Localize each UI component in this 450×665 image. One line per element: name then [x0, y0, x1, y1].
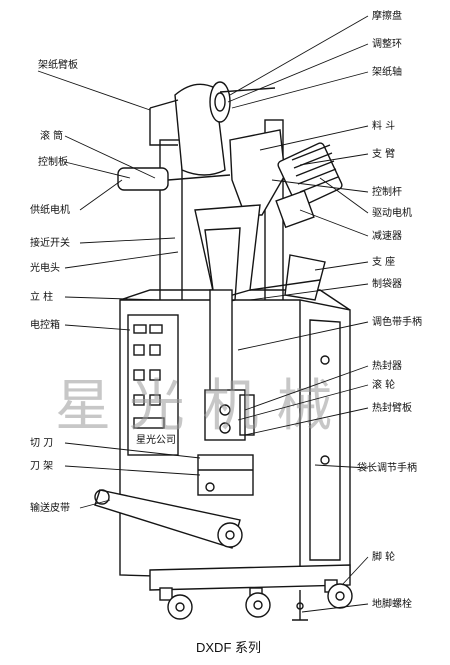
- conveyor-belt: [94, 489, 241, 549]
- label-foot-bolt: 地脚螺栓: [372, 597, 412, 610]
- label-bag-length-handle: 袋长调节手柄: [357, 461, 417, 474]
- bag-former: [194, 204, 261, 301]
- label-hopper: 料 斗: [372, 119, 395, 132]
- label-control-lever: 控制杆: [372, 185, 402, 198]
- label-cutter: 切 刀: [30, 437, 53, 449]
- control-box-panel: [127, 314, 179, 456]
- label-bag-former: 制袋器: [372, 277, 402, 290]
- label-caster: 脚 轮: [372, 550, 395, 563]
- labels-right: 摩擦盘 调整环 架纸轴 料 斗 支 臂 控制杆 驱动电机 减速器 支 座 制袋器…: [357, 9, 422, 610]
- label-reducer: 减速器: [372, 230, 402, 242]
- label-paper-shaft: 架纸轴: [372, 65, 402, 78]
- foot-bolt: [292, 590, 308, 621]
- hopper: [229, 129, 286, 216]
- label-column: 立 柱: [30, 290, 53, 303]
- base-frame: [149, 564, 351, 591]
- machine-illustration: 星光公司: [94, 81, 353, 621]
- cutter-holder: [197, 454, 254, 496]
- label-conveyor-belt: 输送皮带: [30, 501, 70, 514]
- caster-right: [324, 579, 353, 609]
- label-control-plate: 控制板: [38, 155, 68, 168]
- label-roller: 滚 轮: [372, 378, 395, 391]
- label-control-box: 电控箱: [30, 318, 60, 331]
- label-knife-holder: 刀 架: [30, 460, 53, 472]
- label-paper-feed-motor: 供纸电机: [30, 203, 70, 216]
- label-support-seat: 支 座: [372, 255, 395, 268]
- roll-shaft-end: [209, 81, 231, 123]
- labels-left: 架纸臂板 滚 筒 控制板 供纸电机 接近开关 光电头 立 柱 电控箱 切 刀 刀…: [30, 58, 78, 514]
- label-adjusting-ring: 调整环: [372, 37, 402, 50]
- label-heat-seal-arm-plate: 热封臂板: [372, 401, 412, 414]
- figure-caption: DXDF 系列: [196, 640, 261, 655]
- leader-lines-right: [227, 15, 369, 613]
- control-box-brand-text: 星光公司: [136, 433, 176, 446]
- label-paper-arm-plate: 架纸臂板: [38, 58, 78, 71]
- drive-motor-shape: [275, 142, 343, 229]
- label-ribbon-handle: 调色带手柄: [372, 315, 422, 328]
- label-proximity-switch: 接近开关: [30, 236, 70, 249]
- label-heat-sealer: 热封器: [372, 359, 402, 372]
- watermark-text: 星 光 机 械: [55, 374, 332, 439]
- label-photo-sensor: 光电头: [30, 261, 60, 274]
- support-seat: [284, 254, 326, 301]
- caster-left: [159, 587, 193, 620]
- label-friction-disc: 摩擦盘: [372, 9, 402, 22]
- label-drive-motor: 驱动电机: [372, 206, 412, 219]
- caster-middle: [245, 587, 271, 618]
- label-drum: 滚 筒: [40, 129, 63, 142]
- paper-roller: [117, 167, 169, 191]
- label-support-arm: 支 臂: [372, 147, 395, 160]
- leader-lines-left: [37, 70, 201, 509]
